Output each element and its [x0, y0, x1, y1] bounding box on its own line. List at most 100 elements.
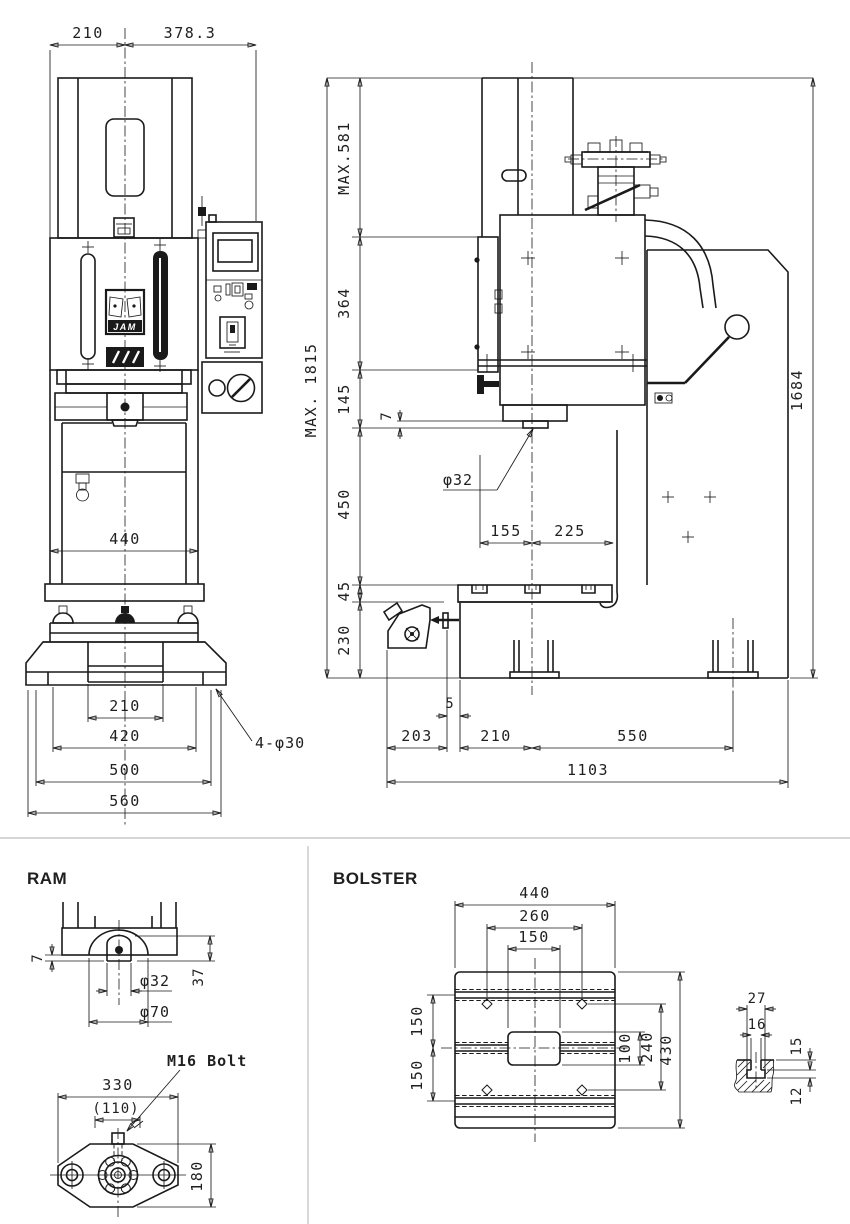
dim-bolster-150a: 150 — [408, 1005, 426, 1037]
hydraulic-hose — [644, 219, 717, 309]
side-upper-column — [481, 77, 574, 237]
hatching — [735, 1059, 774, 1093]
display-bezel — [212, 232, 259, 272]
dim-side-max581: MAX.581 — [335, 121, 353, 195]
bolster-plate: 440 260 150 150 150 100 — [408, 884, 685, 1142]
limit-switch-block — [198, 207, 206, 216]
valve-assembly — [564, 136, 667, 222]
dim-front-420: 420 — [109, 727, 141, 745]
dim-front-440: 440 — [109, 530, 141, 548]
bolt-circle-dots — [97, 1156, 139, 1194]
dim-bolster-440: 440 — [519, 884, 551, 902]
dim-side-155: 155 — [490, 522, 522, 540]
dim-side-145: 145 — [335, 383, 353, 415]
front-base — [25, 583, 227, 686]
tslot-bands — [455, 989, 615, 1107]
side-bolster — [457, 584, 613, 603]
center-opening — [507, 1031, 561, 1066]
dim-front-378: 378.3 — [164, 24, 217, 42]
dim-bolster-150b: 150 — [408, 1059, 426, 1091]
front-upper-column — [57, 77, 206, 239]
brand-badge — [106, 347, 144, 367]
dim-ram-330: 330 — [102, 1076, 134, 1094]
frame-crosses — [662, 491, 716, 543]
dim-front-500: 500 — [109, 761, 141, 779]
m16-bolt-square — [111, 1132, 125, 1145]
front-lower-column: 440 — [49, 370, 199, 584]
control-panel — [197, 214, 263, 414]
machine-legs — [509, 640, 759, 679]
front-ram-area — [54, 369, 192, 427]
side-155-225: 155 225 — [479, 455, 613, 548]
side-view: MAX. 1815 MAX.581 364 145 450 45 230 7 — [302, 62, 818, 788]
dim-side-550: 550 — [617, 727, 649, 745]
dim-bolster-430: 430 — [657, 1034, 675, 1066]
dim-front-210-top: 210 — [72, 24, 104, 42]
ram-shaft-end — [522, 420, 549, 429]
display-screen — [217, 239, 253, 263]
dim-side-5: 5 — [445, 696, 454, 712]
dim-side-210: 210 — [480, 727, 512, 745]
side-left-dims: MAX. 1815 MAX.581 364 145 450 45 230 7 — [302, 78, 527, 679]
bolster-title: BOLSTER — [333, 869, 418, 888]
ram-bottom-view: M16 Bolt 330 (110) 180 — [50, 1052, 247, 1218]
dim-side-1684: 1684 — [788, 369, 806, 411]
grease-fitting — [75, 473, 90, 502]
dim-side-7: 7 — [379, 411, 395, 420]
dim-front-210-base: 210 — [109, 697, 141, 715]
dim-side-max1815: MAX. 1815 — [302, 343, 320, 438]
reference-crosses — [521, 251, 629, 359]
tslot-profile — [737, 1059, 774, 1079]
stroke-adjust-handle — [501, 169, 527, 182]
ram-detail: RAM 7 — [27, 869, 247, 1218]
dim-front-560: 560 — [109, 792, 141, 810]
selector-switch — [219, 316, 246, 353]
dim-side-364: 364 — [335, 287, 353, 319]
dim-ram-110: (110) — [92, 1101, 139, 1117]
front-mid-body: JAM — [49, 237, 199, 372]
bolster-detail: BOLSTER — [333, 869, 816, 1142]
label-m16-bolt: M16 Bolt — [167, 1052, 247, 1070]
dim-side-230: 230 — [335, 624, 353, 656]
tslot-section: 27 16 — [734, 991, 816, 1106]
rotary-switch — [226, 373, 256, 403]
panel-buttons — [213, 282, 257, 310]
side-slide-block — [474, 214, 647, 429]
clamp-holes — [481, 998, 588, 1096]
dim-bolster-240: 240 — [638, 1031, 656, 1063]
dim-front-foot-holes: 4-φ30 — [255, 734, 305, 752]
front-bottom-dims: 210 420 500 560 4-φ30 — [27, 684, 305, 817]
dim-bolster-150-top: 150 — [518, 928, 550, 946]
dim-side-phi32: φ32 — [443, 471, 473, 489]
jam-logo-text: JAM — [113, 322, 137, 332]
left-slot — [80, 253, 96, 360]
dim-slot-16: 16 — [748, 1017, 767, 1033]
foot-pedal — [382, 601, 459, 649]
front-view: 210 378.3 — [25, 24, 305, 825]
push-button — [208, 379, 226, 397]
dim-slot-27: 27 — [748, 991, 767, 1007]
dim-ram-180: 180 — [188, 1160, 206, 1192]
side-rear-frame — [458, 249, 789, 679]
dim-ram-phi32: φ32 — [140, 972, 170, 990]
dim-side-45: 45 — [335, 580, 353, 601]
dim-side-225: 225 — [554, 522, 586, 540]
dim-ram-phi70: φ70 — [140, 1003, 170, 1021]
dim-slot-12: 12 — [789, 1087, 805, 1106]
ram-title: RAM — [27, 869, 67, 888]
lever-pivot — [654, 392, 673, 404]
dim-side-203: 203 — [401, 727, 433, 745]
operation-box — [201, 361, 263, 414]
ram-center-bolt — [120, 402, 130, 412]
dim-ram-37: 37 — [191, 968, 207, 987]
dim-side-450: 450 — [335, 488, 353, 520]
dim-side-1103: 1103 — [567, 761, 609, 779]
dim-bolster-260: 260 — [519, 907, 551, 925]
dim-slot-15: 15 — [789, 1037, 805, 1056]
ram-side-elevation: 7 φ32 φ70 37 — [30, 902, 215, 1027]
clamp-handle — [477, 375, 484, 394]
slide-gib — [477, 236, 499, 373]
section-dividers — [0, 837, 850, 1224]
